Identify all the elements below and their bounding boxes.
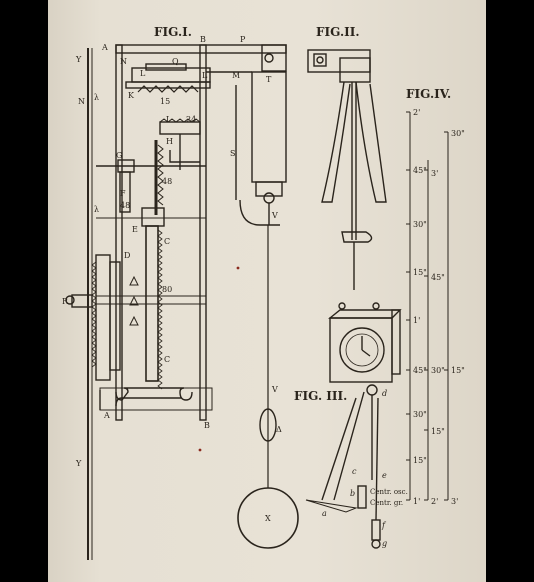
label-K: K — [128, 91, 135, 100]
label-a: a — [322, 509, 327, 518]
label-N-left: N — [78, 97, 85, 106]
label-Y-top: Y — [75, 55, 82, 64]
scale3-0: 30" — [451, 129, 465, 138]
engraving-page — [48, 0, 486, 582]
label-lambda-mid: λ — [94, 205, 99, 214]
label-A-bot: A — [103, 411, 110, 420]
label-V2: V — [271, 385, 278, 394]
scale1-3: 15" — [413, 268, 427, 277]
scale2-1: 45" — [431, 273, 445, 282]
label-delta: Δ — [276, 425, 282, 434]
label-G: G — [116, 151, 122, 160]
label-X: X — [265, 514, 271, 523]
scale1-7: 15" — [413, 456, 427, 465]
label-M: M — [232, 71, 240, 80]
label-T: T — [266, 75, 272, 84]
label-V1: V — [271, 211, 278, 220]
scale1-4: 1' — [413, 316, 420, 325]
scale1-5: 45" — [413, 366, 427, 375]
scale3-2: 3' — [451, 497, 458, 506]
scale1-6: 30" — [413, 410, 427, 419]
label-B-top: B — [200, 35, 206, 44]
fig1-movement — [65, 44, 299, 560]
label-A-top: A — [101, 43, 108, 52]
label-L1: L — [140, 69, 146, 78]
label-N: N — [120, 57, 127, 66]
centr-gr-label: Centr. gr. — [370, 499, 403, 507]
fig2-suspension — [307, 49, 387, 290]
label-24: 24 — [186, 115, 196, 124]
label-c: c — [352, 467, 357, 476]
scale2-4: 2' — [431, 497, 438, 506]
label-H: H — [166, 137, 173, 146]
fig3-title: FIG. III. — [294, 389, 347, 403]
fig2-title: FIG.II. — [316, 25, 360, 39]
label-P: P — [240, 35, 246, 44]
centr-osc-label: Centr. osc. — [370, 488, 408, 496]
label-b: b — [350, 489, 355, 498]
label-15: 15 — [160, 97, 170, 106]
label-g: g — [382, 539, 387, 548]
label-F: F — [120, 189, 126, 198]
fig4-title: FIG.IV. — [406, 87, 451, 101]
fig3-clock — [305, 302, 402, 549]
scale3-1: 15" — [451, 366, 465, 375]
label-48b: 48 — [120, 201, 130, 210]
label-D: D — [124, 251, 130, 260]
scale1-1: 45" — [413, 166, 427, 175]
label-48a: 48 — [162, 177, 172, 186]
label-C2: C — [164, 355, 170, 364]
label-lambda-top: λ — [94, 93, 99, 102]
label-80: 80 — [162, 285, 172, 294]
fig1-title: FIG.I. — [154, 25, 192, 39]
label-R: R — [62, 297, 69, 306]
label-I: I — [166, 115, 169, 124]
label-Y-bot: Y — [75, 459, 82, 468]
scale2-2: 30" — [431, 366, 445, 375]
scale1-0: 2' — [413, 108, 420, 117]
scale1-2: 30" — [413, 220, 427, 229]
label-C1: C — [164, 237, 170, 246]
label-B-bot: B — [204, 421, 210, 430]
fig4-scale — [406, 111, 449, 501]
label-L2: L — [202, 71, 208, 80]
label-d: d — [382, 389, 387, 398]
label-S: S — [230, 149, 235, 158]
label-f: f — [381, 521, 387, 530]
scale2-0: 3' — [431, 169, 438, 178]
label-E: E — [132, 225, 138, 234]
scale2-3: 15" — [431, 427, 445, 436]
label-Q: Q — [172, 57, 179, 66]
label-e: e — [382, 471, 387, 480]
scale1-8: 1' — [413, 497, 420, 506]
